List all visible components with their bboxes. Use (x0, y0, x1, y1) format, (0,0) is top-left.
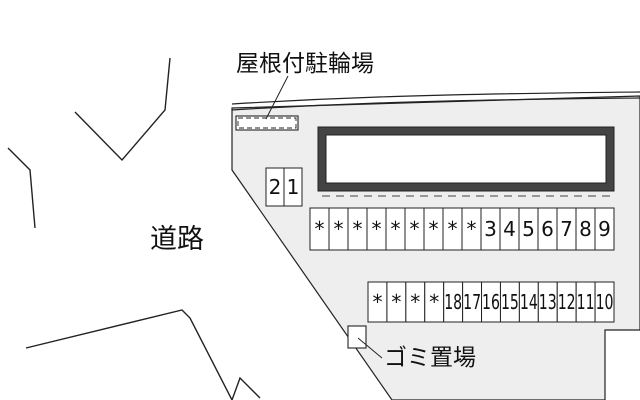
parking-space-label: 4 (503, 217, 516, 241)
building-interior (325, 134, 607, 184)
parking-space-label: * (410, 217, 420, 241)
garbage-area-box (347, 325, 367, 349)
parking-space-label: 6 (541, 217, 554, 241)
parking-space-label: 5 (522, 217, 535, 241)
bicycle-parking-label: 屋根付駐輪場 (236, 51, 374, 77)
parking-space-label: 12 (558, 290, 576, 314)
parking-space-label: 3 (484, 217, 497, 241)
parking-space-label: 14 (520, 290, 538, 314)
parking-space-label: * (334, 217, 344, 241)
parking-space-label: * (429, 217, 439, 241)
road-label: 道路 (150, 224, 204, 255)
parking-space-label: * (372, 217, 382, 241)
parking-space-label: * (315, 217, 325, 241)
parking-space-label: * (391, 217, 401, 241)
parking-space-label: * (448, 217, 458, 241)
parking-space-label: 13 (539, 290, 557, 314)
parking-space-label: 7 (560, 217, 573, 241)
parking-space-label: * (467, 217, 477, 241)
garbage-area-label: ゴミ置場 (384, 345, 476, 371)
parking-space-label: 16 (482, 290, 500, 314)
parking-space-label: 11 (577, 290, 595, 314)
parking-space (283, 167, 303, 207)
parking-space-label: 9 (598, 217, 611, 241)
parking-space-label: * (410, 290, 420, 314)
parking-space-label: 15 (501, 290, 519, 314)
parking-space (594, 207, 615, 251)
parking-space-label: * (372, 290, 382, 314)
parking-space-label: 18 (444, 290, 462, 314)
parking-space-label: 2 (269, 175, 282, 199)
parking-space-label: * (353, 217, 363, 241)
parking-space-label: 17 (463, 290, 481, 314)
bicycle-parking-leader (265, 75, 289, 120)
parking-space-label: 8 (579, 217, 592, 241)
garbage-area-leader (357, 337, 383, 359)
parking-space-label: 1 (287, 175, 300, 199)
parking-space-label: * (429, 290, 439, 314)
parking-space-label: 10 (596, 290, 614, 314)
parking-space (594, 281, 615, 323)
parking-space-label: * (391, 290, 401, 314)
